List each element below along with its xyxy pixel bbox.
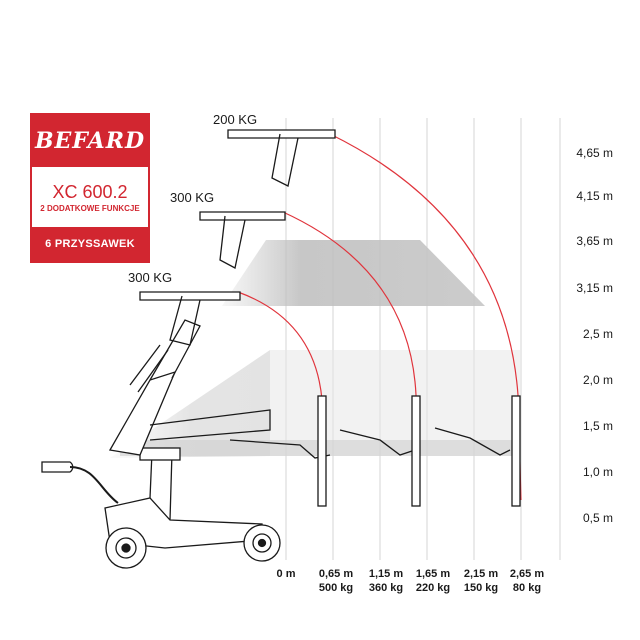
- height-tick-label: 0,5 m: [583, 511, 613, 525]
- reach-arcs: [237, 133, 522, 506]
- suction-cups-note: 6 PRZYSSAWEK: [32, 227, 148, 261]
- height-tick-label: 4,15 m: [576, 189, 613, 203]
- reach-tick-label: 2,65 m: [510, 568, 544, 580]
- load-label-top: 200 KG: [213, 112, 257, 127]
- load-tick-label: 500 kg: [319, 582, 353, 594]
- height-tick-label: 1,0 m: [583, 465, 613, 479]
- product-badge: BEFARD XC 600.2 2 DODATKOWE FUNKCJE 6 PR…: [30, 113, 150, 263]
- brand-logo: BEFARD: [34, 128, 146, 154]
- reach-tick-label: 2,15 m: [464, 568, 498, 580]
- height-tick-label: 3,65 m: [576, 234, 613, 248]
- height-tick-label: 1,5 m: [583, 419, 613, 433]
- reach-tick-label: 0 m: [277, 568, 296, 580]
- height-tick-label: 2,5 m: [583, 327, 613, 341]
- height-axis: 4,65 m 4,15 m 3,65 m 3,15 m 2,5 m 2,0 m …: [576, 146, 613, 525]
- grid-lines: [285, 118, 561, 560]
- functions-note: 2 DODATKOWE FUNKCJE: [40, 204, 140, 213]
- load-tick-label: 360 kg: [369, 582, 403, 594]
- load-label-middle: 300 KG: [170, 190, 214, 205]
- load-tick-label: 150 kg: [464, 582, 498, 594]
- height-tick-label: 3,15 m: [576, 281, 613, 295]
- height-tick-label: 4,65 m: [576, 146, 613, 160]
- model-name: XC 600.2: [52, 182, 128, 202]
- reach-tick-label: 1,65 m: [416, 568, 450, 580]
- height-tick-label: 2,0 m: [583, 373, 613, 387]
- load-tick-label: 220 kg: [416, 582, 450, 594]
- brand-banner: BEFARD: [32, 115, 148, 167]
- reach-axis: 0 m 0,65 m 500 kg 1,15 m 360 kg 1,65 m 2…: [277, 568, 545, 594]
- reach-tick-label: 0,65 m: [319, 568, 353, 580]
- reach-tick-label: 1,15 m: [369, 568, 403, 580]
- load-tick-label: 80 kg: [513, 582, 541, 594]
- load-label-low: 300 KG: [128, 270, 172, 285]
- lifter-machine: [41, 129, 521, 569]
